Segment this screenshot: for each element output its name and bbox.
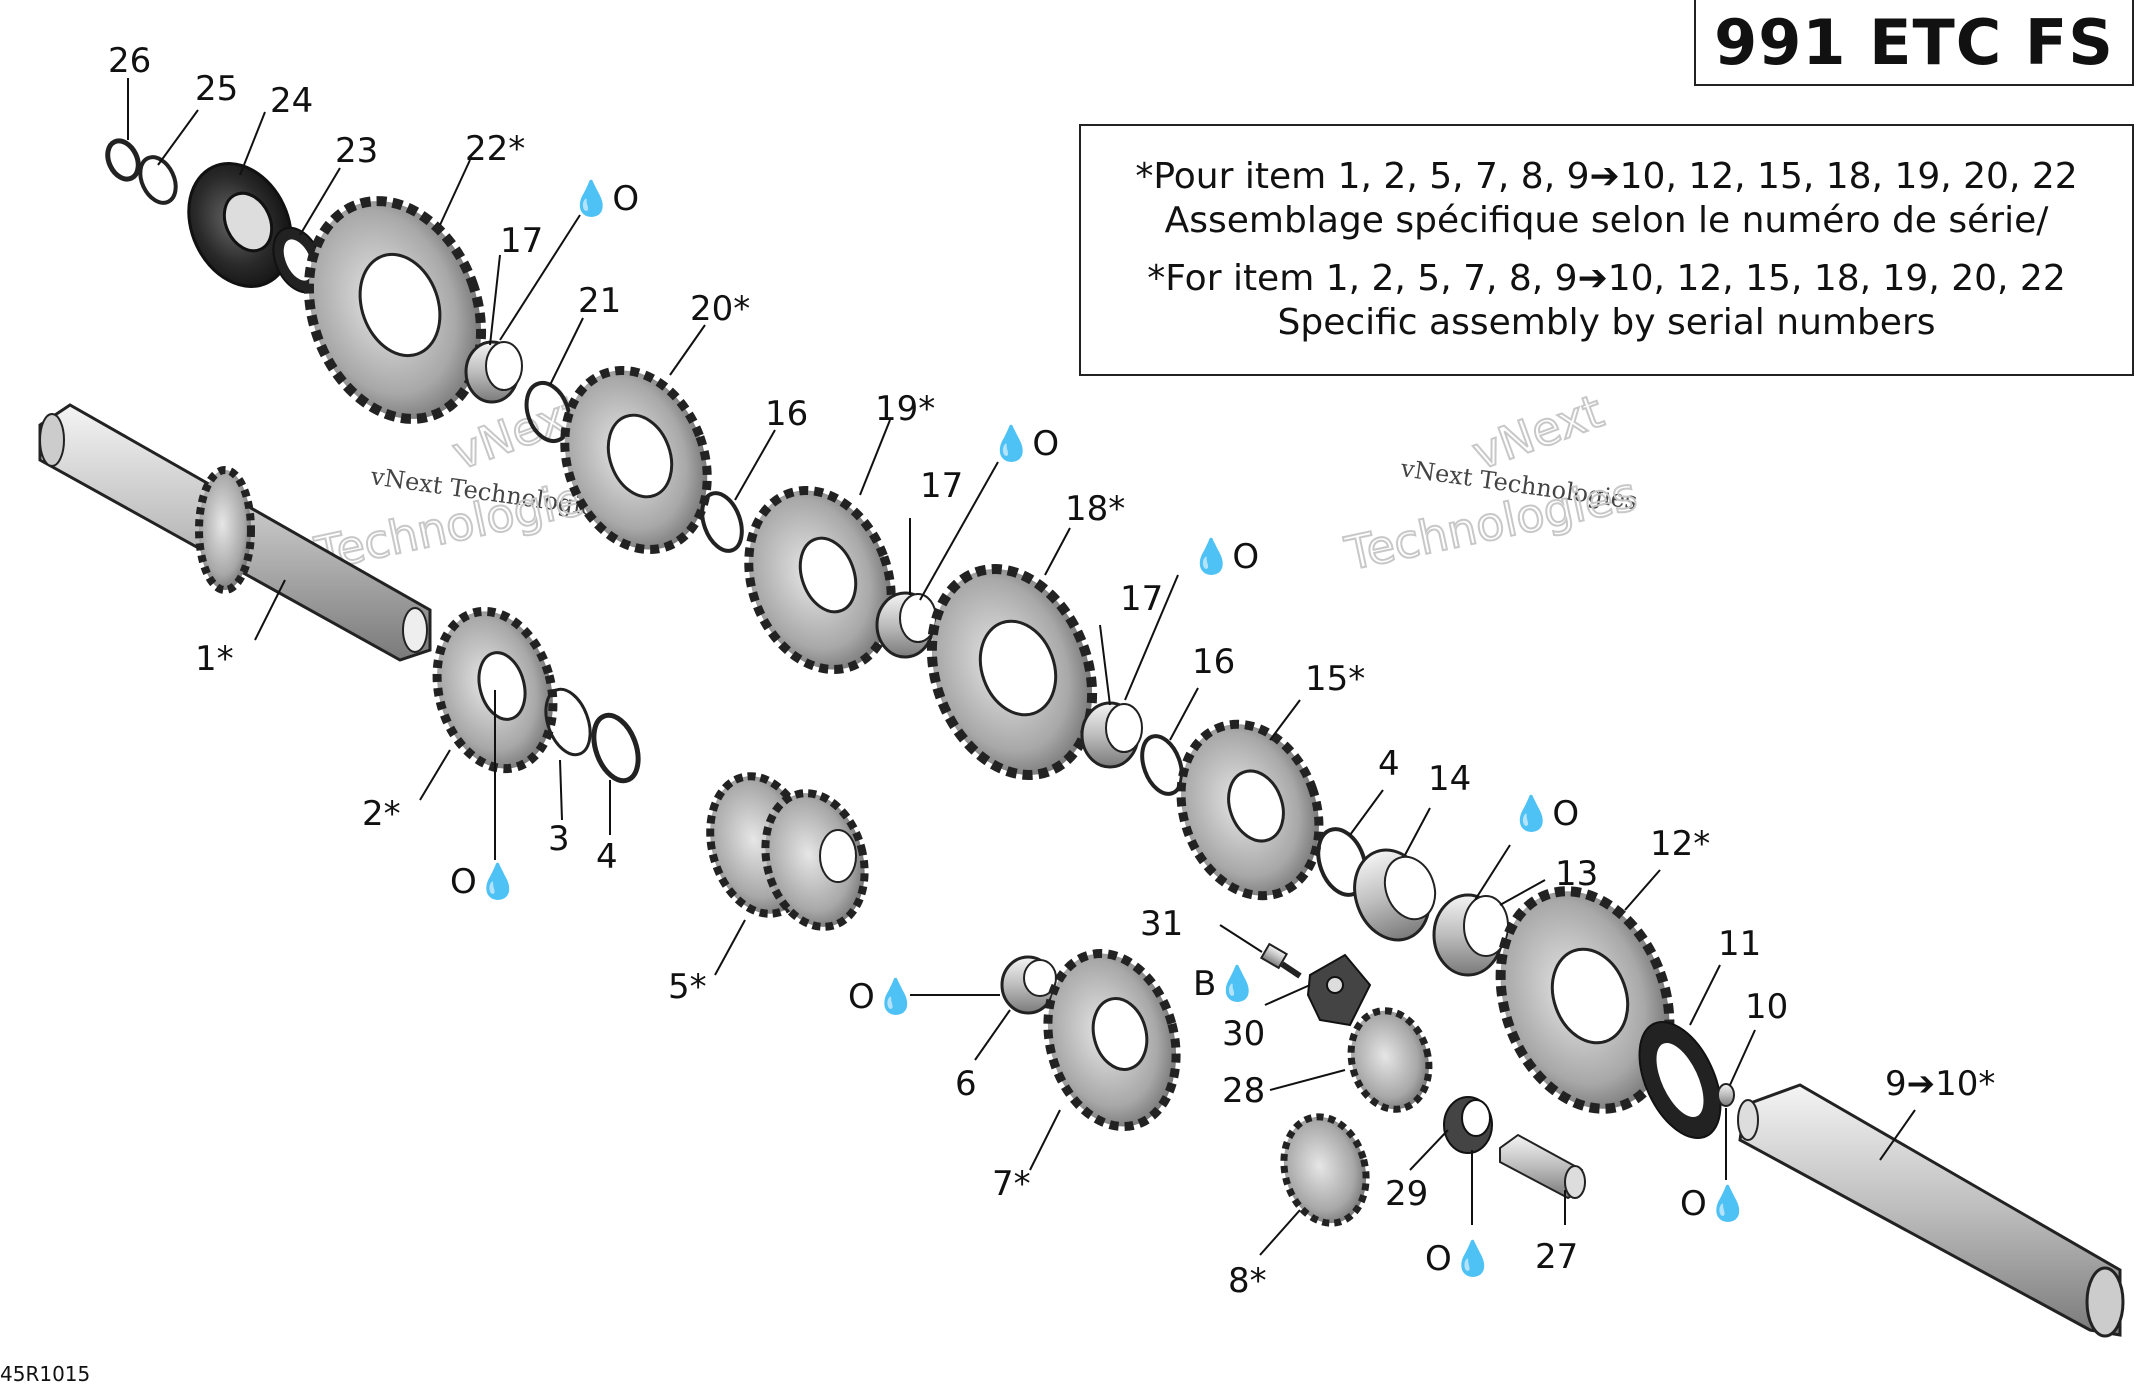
plate-30 bbox=[1306, 953, 1372, 1027]
label-7: 7* bbox=[992, 1164, 1031, 1204]
ring-4-left bbox=[591, 712, 641, 784]
ring-21 bbox=[524, 380, 572, 444]
serial-note-box: *Pour item 1, 2, 5, 7, 8, 9➔10, 12, 15, … bbox=[1079, 124, 2134, 376]
note-line-en-2: Specific assembly by serial numbers bbox=[1277, 302, 1936, 343]
label-15: 15* bbox=[1305, 659, 1365, 699]
gear-22 bbox=[303, 196, 487, 424]
label-5: 5* bbox=[668, 967, 707, 1007]
note-line-fr-2: Assemblage spécifique selon le numéro de… bbox=[1164, 200, 2049, 241]
label-29: 29 bbox=[1385, 1174, 1428, 1214]
pin-27 bbox=[1499, 1133, 1586, 1200]
oil-symbol-c: 💧O bbox=[1190, 537, 1259, 577]
label-24: 24 bbox=[270, 81, 313, 121]
gear-15 bbox=[1176, 719, 1324, 901]
label-25: 25 bbox=[195, 69, 238, 109]
label-17-top: 17 bbox=[500, 221, 543, 261]
ring-16-low bbox=[1140, 734, 1184, 796]
grease-symbol: B💧 bbox=[1193, 964, 1259, 1004]
output-shaft-9-10 bbox=[1737, 1083, 2125, 1338]
bolt-31 bbox=[1259, 942, 1302, 979]
note-line-en-1: *For item 1, 2, 5, 7, 8, 9➔10, 12, 15, 1… bbox=[1147, 258, 2066, 299]
washer-11 bbox=[1638, 1021, 1722, 1139]
label-10: 10 bbox=[1745, 987, 1788, 1027]
oil-symbol-a: 💧O bbox=[570, 179, 639, 219]
sleeve-17-low bbox=[1080, 701, 1143, 769]
bushing-6 bbox=[1000, 955, 1057, 1015]
flanged-sleeve-14 bbox=[1353, 848, 1437, 942]
label-19: 19* bbox=[875, 389, 935, 429]
label-14: 14 bbox=[1428, 759, 1471, 799]
label-28: 28 bbox=[1222, 1071, 1265, 1111]
ring-25 bbox=[138, 155, 178, 205]
label-17-mid: 17 bbox=[920, 466, 963, 506]
oil-symbol-b: 💧O bbox=[990, 424, 1059, 464]
gear-28 bbox=[1347, 1007, 1433, 1113]
label-4-right: 4 bbox=[1378, 744, 1400, 784]
model-title-box: 991 ETC FS bbox=[1694, 0, 2134, 86]
label-23: 23 bbox=[335, 131, 378, 171]
sleeve-13 bbox=[1432, 893, 1509, 977]
note-line-fr-1: *Pour item 1, 2, 5, 7, 8, 9➔10, 12, 15, … bbox=[1135, 156, 2078, 197]
gear-18 bbox=[926, 564, 1098, 780]
watermark-right-big-1: vNext bbox=[1465, 384, 1610, 481]
label-26: 26 bbox=[108, 41, 151, 81]
oil-symbol-g: O💧 bbox=[1425, 1239, 1494, 1279]
bushing-10 bbox=[1717, 1083, 1735, 1107]
oil-symbol-h: O💧 bbox=[1680, 1184, 1749, 1224]
label-12: 12* bbox=[1650, 824, 1710, 864]
bearing-24 bbox=[187, 162, 293, 288]
label-3: 3 bbox=[548, 819, 570, 859]
label-27: 27 bbox=[1535, 1237, 1578, 1277]
model-title: 991 ETC FS bbox=[1714, 5, 2114, 79]
cluster-gear-5 bbox=[706, 772, 869, 931]
label-18: 18* bbox=[1065, 489, 1125, 529]
label-22: 22* bbox=[465, 129, 525, 169]
label-2: 2* bbox=[362, 794, 401, 834]
input-shaft-1 bbox=[38, 403, 432, 662]
label-31: 31 bbox=[1140, 904, 1183, 944]
gear-19 bbox=[744, 485, 896, 675]
label-6: 6 bbox=[955, 1064, 977, 1104]
drawing-code: 45R1015 bbox=[0, 1362, 91, 1386]
needle-bearing-29 bbox=[1443, 1096, 1493, 1154]
label-20: 20* bbox=[690, 289, 750, 329]
gear-20 bbox=[560, 365, 712, 555]
label-9-10: 9➔10* bbox=[1885, 1064, 1995, 1104]
sleeve-17-top bbox=[464, 340, 523, 404]
ring-3 bbox=[544, 687, 592, 757]
oil-symbol-f: O💧 bbox=[848, 977, 917, 1017]
label-21: 21 bbox=[578, 281, 621, 321]
label-16-top: 16 bbox=[765, 394, 808, 434]
gear-8 bbox=[1280, 1113, 1370, 1227]
gear-7 bbox=[1043, 948, 1181, 1132]
oil-symbol-e: O💧 bbox=[450, 862, 519, 902]
ring-16-top bbox=[700, 491, 744, 553]
gear-12 bbox=[1495, 886, 1675, 1114]
label-17-low: 17 bbox=[1120, 579, 1163, 619]
label-1: 1* bbox=[195, 639, 234, 679]
label-16-low: 16 bbox=[1192, 642, 1235, 682]
oil-symbol-d: 💧O bbox=[1510, 794, 1579, 834]
leader-lines bbox=[127, 78, 1916, 1256]
label-8: 8* bbox=[1228, 1261, 1267, 1301]
label-13: 13 bbox=[1555, 854, 1598, 894]
callout-labels: 26 25 24 23 22* 17 💧O 21 20* 16 19* 17 💧… bbox=[108, 41, 1995, 1301]
circlip-26 bbox=[105, 138, 141, 182]
label-4-left: 4 bbox=[596, 837, 618, 877]
label-11: 11 bbox=[1718, 924, 1761, 964]
label-30: 30 bbox=[1222, 1014, 1265, 1054]
